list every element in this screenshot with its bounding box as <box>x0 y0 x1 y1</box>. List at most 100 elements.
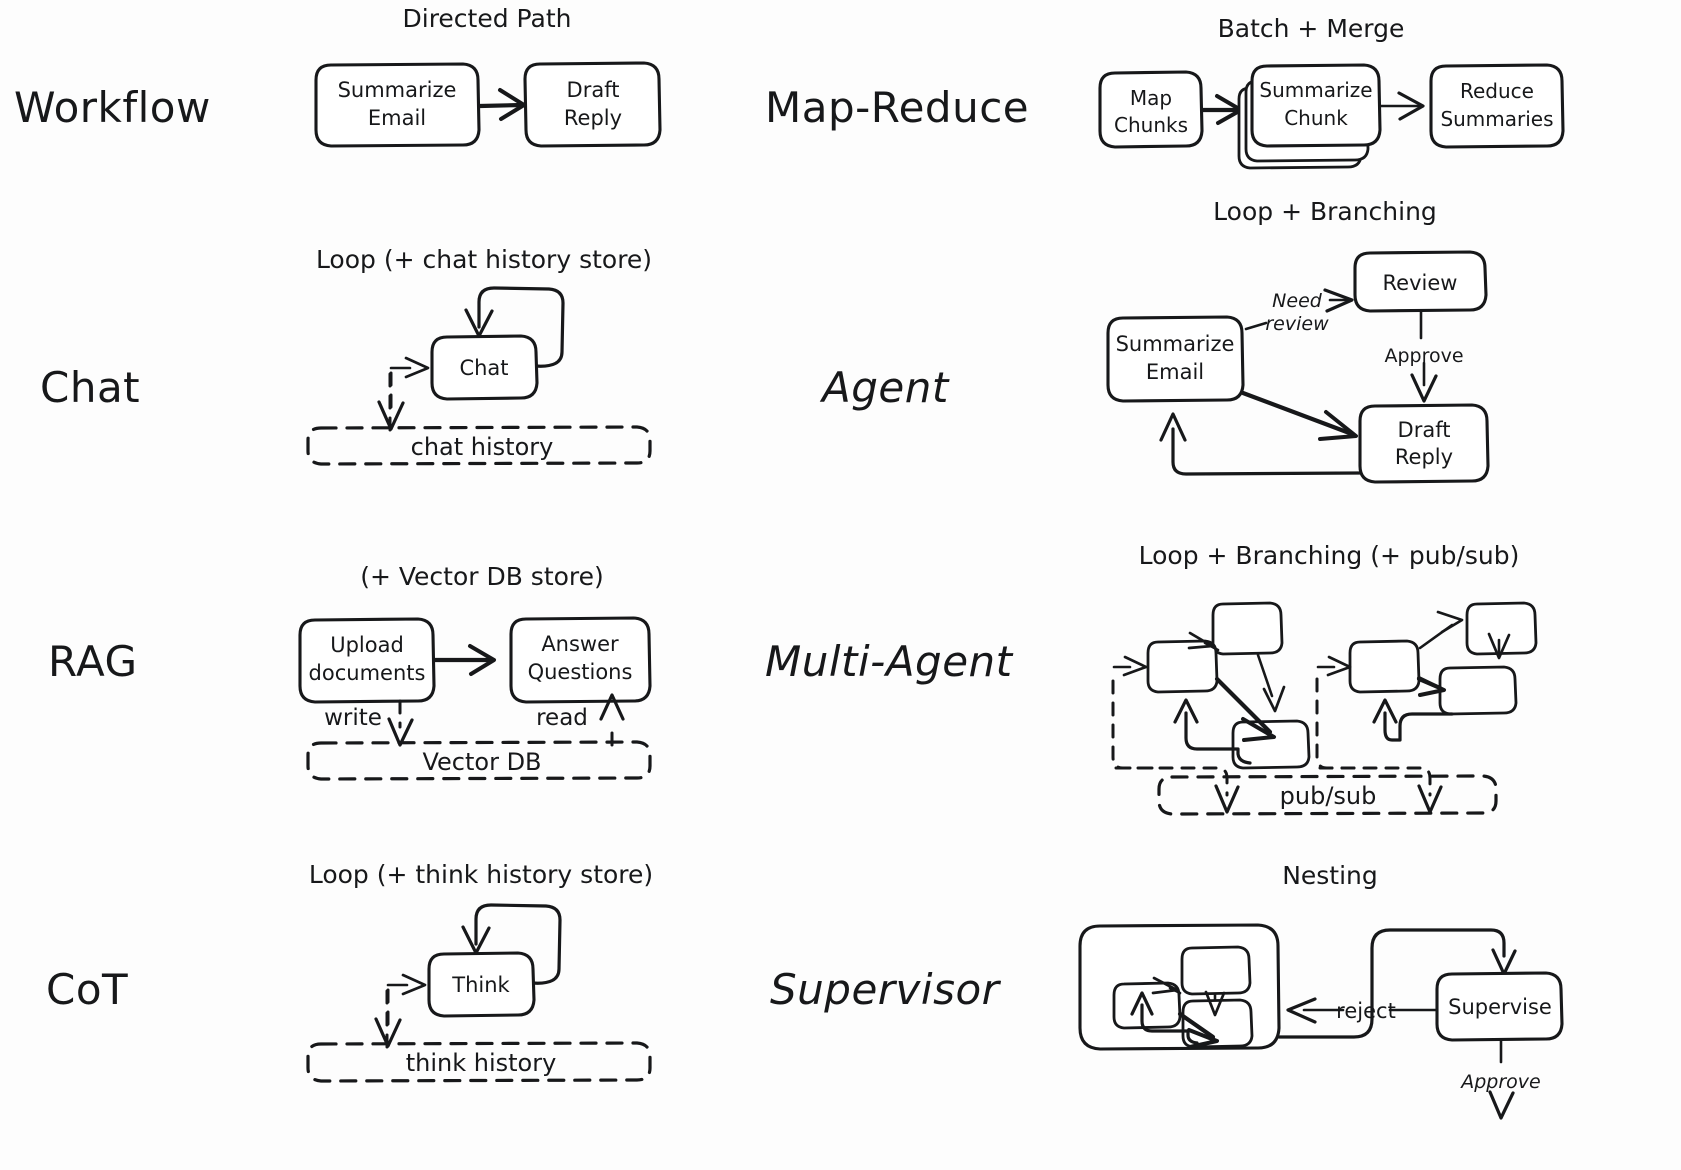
node-agent-b-right[interactable] <box>1438 665 1518 716</box>
edge-reject: reject <box>1286 997 1439 1024</box>
node-label: Reply <box>564 106 622 130</box>
node-label: Reply <box>1395 445 1453 469</box>
edge-sup-left-to-top <box>1151 976 1182 995</box>
node-upload-documents[interactable]: Upload documents <box>298 617 436 704</box>
caption-batch-merge: Batch + Merge <box>1218 14 1405 43</box>
edge-label-approve-supervisor: Approve <box>1459 1071 1541 1093</box>
edge-b-left-to-right <box>1416 676 1446 697</box>
node-label: Think <box>451 973 510 997</box>
row-label-map-reduce: Map-Reduce <box>765 83 1029 132</box>
edge-summarize-to-reduce <box>1379 91 1425 121</box>
caption-loop-chat: Loop (+ chat history store) <box>316 245 652 274</box>
node-supervise[interactable]: Supervise <box>1435 971 1564 1042</box>
node-label: Summarize <box>1116 332 1235 356</box>
node-label: documents <box>309 661 426 685</box>
store-think-history[interactable]: think history <box>306 1041 652 1083</box>
node-label: Map <box>1130 86 1172 110</box>
node-agent-a-top[interactable] <box>1211 601 1284 656</box>
edge-label-approve: Approve <box>1384 345 1463 367</box>
node-chat[interactable]: Chat <box>430 334 539 401</box>
edge-upload-to-answer <box>432 644 496 676</box>
edge-a-left-to-top <box>1187 631 1220 652</box>
node-answer-questions[interactable]: Answer Questions <box>509 616 652 704</box>
node-reduce-summaries[interactable]: Reduce Summaries <box>1429 63 1565 149</box>
supervisor-nested-group[interactable] <box>1078 923 1281 1051</box>
multi-agent-cluster-a <box>1111 601 1311 814</box>
node-agent-summarize-email[interactable]: Summarize Email <box>1106 315 1245 403</box>
row-label-cot: CoT <box>46 965 128 1014</box>
caption-directed-path: Directed Path <box>403 4 572 33</box>
node-agent-a-right[interactable] <box>1231 719 1311 770</box>
node-label: Chat <box>459 356 508 380</box>
edge-supervise-approve: Approve <box>1459 1039 1541 1120</box>
node-label: Email <box>368 106 426 130</box>
node-summarize-chunk-stack[interactable]: Summarize Chunk <box>1237 63 1382 170</box>
edge-label-reject: reject <box>1336 999 1396 1023</box>
row-label-rag: RAG <box>48 637 138 686</box>
edge-a-top-to-right <box>1256 653 1286 713</box>
node-summarize-email[interactable]: Summarize Email <box>314 62 481 148</box>
edge-label-review: review <box>1265 313 1329 335</box>
edge-draft-back-to-summarize <box>1159 412 1362 476</box>
node-agent-b-top[interactable] <box>1465 601 1538 656</box>
edge-write-to-vector-db: write <box>324 699 414 747</box>
node-label: Supervise <box>1448 995 1552 1019</box>
row-label-workflow: Workflow <box>14 83 211 132</box>
edge-label-write: write <box>324 705 382 731</box>
node-sup-inner-top[interactable] <box>1180 945 1252 996</box>
caption-loop-branching-pubsub: Loop + Branching (+ pub/sub) <box>1139 541 1520 570</box>
edge-a-left-to-right <box>1214 676 1276 742</box>
node-agent-b-left[interactable] <box>1348 639 1421 694</box>
node-label: Questions <box>528 660 633 684</box>
edge-summarize-to-draft-agent <box>1240 390 1358 441</box>
store-label: Vector DB <box>422 748 541 776</box>
store-label: chat history <box>411 433 554 461</box>
node-label: Summarize <box>1259 78 1372 102</box>
row-label-supervisor: Supervisor <box>770 965 1002 1014</box>
node-label: Upload <box>330 633 404 657</box>
edge-need-review: Need review <box>1244 288 1354 335</box>
store-label: think history <box>406 1049 557 1077</box>
edge-label-read: read <box>536 705 588 731</box>
store-label: pub/sub <box>1280 782 1377 810</box>
node-think[interactable]: Think <box>427 951 536 1018</box>
node-label: Reduce <box>1460 79 1534 103</box>
edge-sup-left-to-bottom <box>1177 1011 1219 1049</box>
node-review[interactable]: Review <box>1353 250 1488 313</box>
edge-sup-top-to-bottom <box>1204 990 1226 1017</box>
node-agent-draft-reply[interactable]: Draft Reply <box>1358 403 1490 484</box>
store-chat-history[interactable]: chat history <box>306 425 652 466</box>
node-label: Answer <box>541 632 619 656</box>
node-label: Draft <box>567 78 620 102</box>
row-label-multi-agent: Multi-Agent <box>765 637 1014 686</box>
node-map-chunks[interactable]: Map Chunks <box>1098 70 1204 149</box>
edge-read-from-vector-db: read <box>536 693 625 747</box>
caption-vector-db-store: (+ Vector DB store) <box>360 562 604 591</box>
edge-chat-to-history <box>377 371 405 431</box>
caption-loop-think: Loop (+ think history store) <box>309 860 653 889</box>
node-label: Chunks <box>1114 113 1188 137</box>
edge-sup-bottom-back-to-left <box>1130 991 1199 1045</box>
caption-nesting: Nesting <box>1282 861 1378 890</box>
row-label-chat: Chat <box>40 363 140 412</box>
edge-label-need: Need <box>1272 290 1323 312</box>
store-pub-sub[interactable]: pub/sub <box>1157 774 1498 816</box>
store-vector-db[interactable]: Vector DB <box>306 740 652 781</box>
edge-approve: Approve <box>1384 310 1464 403</box>
node-draft-reply[interactable]: Draft Reply <box>523 61 662 148</box>
multi-agent-cluster-b <box>1315 601 1538 814</box>
row-label-agent: Agent <box>819 363 950 412</box>
node-label: Summarize <box>338 78 457 102</box>
edge-b-left-to-top <box>1418 610 1464 650</box>
node-label: Email <box>1146 360 1204 384</box>
edge-think-to-history <box>374 988 402 1048</box>
